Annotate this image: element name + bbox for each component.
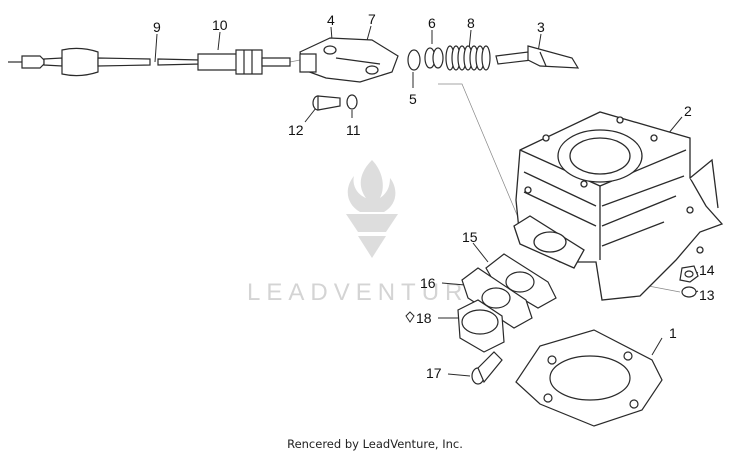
callout-labels: 1 2 3 4 5 6 7 8 9 10 11 12 13 14 15 16 1… [153,11,715,381]
callout-15: 15 [462,229,478,245]
part-14-nut [679,265,699,283]
part-3-valve [495,45,580,69]
flame-v-logo-icon [346,160,398,258]
callout-11: 11 [346,122,361,138]
part-4-7-valve-housing [299,37,399,83]
callout-12: 12 [288,122,304,138]
part-8-spring [445,45,491,71]
callout-7: 7 [368,11,376,27]
callout-14: 14 [699,262,715,278]
part-18-drop-icon [405,311,415,323]
part-12-screw [312,95,341,111]
callout-16: 16 [420,275,436,291]
part-2-cylinder [513,111,724,301]
part-18-cover [457,299,505,353]
part-13-washer [681,286,697,298]
part-9-cable [8,47,201,77]
callout-2: 2 [684,103,692,119]
callout-9: 9 [153,19,161,35]
watermark: LEADVENTURE [247,160,490,306]
watermark-brand-text: LEADVENTURE [247,279,490,306]
callout-5: 5 [409,91,417,107]
callout-1: 1 [669,325,677,341]
callout-10: 10 [212,17,228,33]
callout-4: 4 [327,12,335,28]
part-5-washer [407,49,421,71]
part-11-washer [346,94,358,110]
part-6-ring [424,47,444,69]
callout-18: 18 [416,310,432,326]
credit-footer: Rencered by LeadVenture, Inc. [287,437,463,451]
callout-3: 3 [537,19,545,35]
callout-17: 17 [426,365,442,381]
part-17-bolt [471,351,503,385]
part-1-base-gasket [515,329,663,427]
callout-13: 13 [699,287,715,303]
callout-6: 6 [428,15,436,31]
part-10-adjuster [197,49,291,75]
part-16-flange [461,267,533,329]
callout-8: 8 [467,15,475,31]
